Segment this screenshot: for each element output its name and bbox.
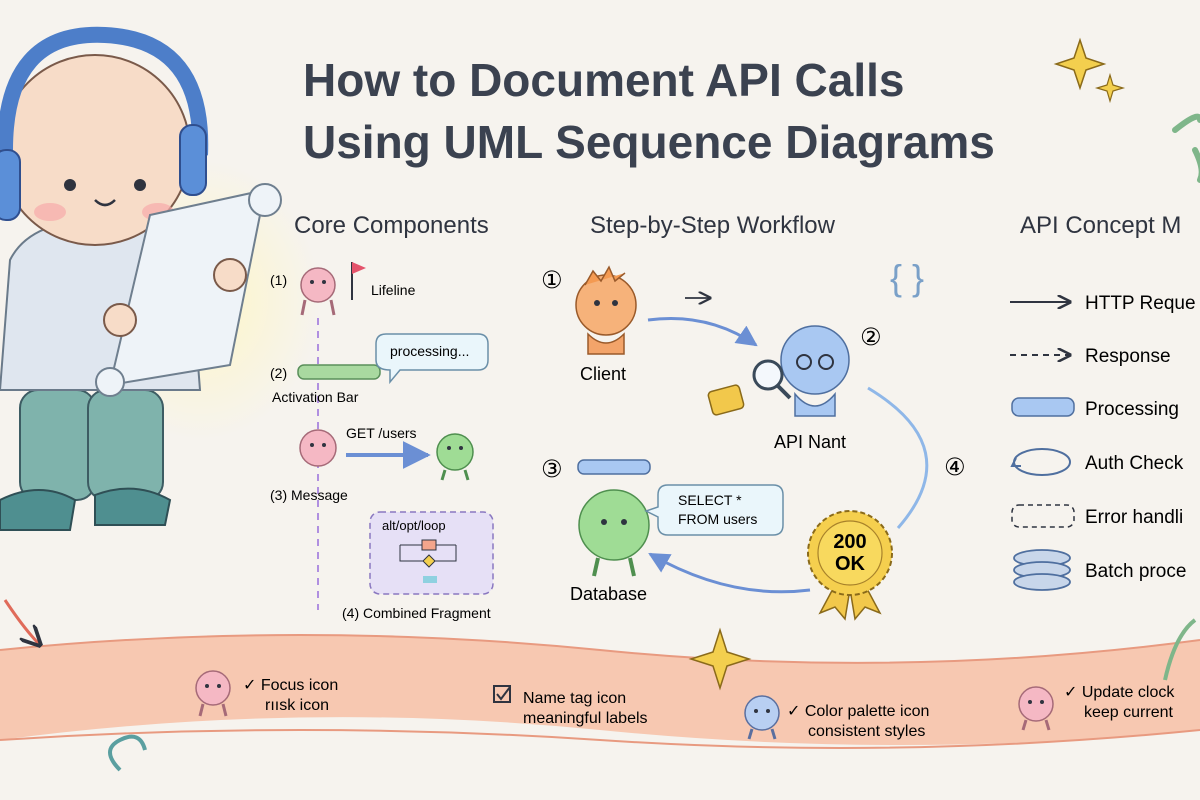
loop-arrow-icon: [1010, 448, 1071, 476]
title-line-2: Using UML Sequence Diagrams: [303, 116, 995, 168]
api-character-icon: [780, 325, 850, 417]
api-label: API Nant: [774, 432, 846, 452]
swirl-icon: [1163, 618, 1197, 681]
badge-line-1: 200: [833, 531, 866, 553]
section-concept-heading: API Concept M: [1020, 212, 1181, 239]
concept-item-label: Processing: [1085, 399, 1179, 420]
tip-line-2: keep current: [1084, 704, 1173, 721]
section-workflow-heading: Step-by-Step Workflow: [590, 212, 836, 239]
swirl-icon: [108, 734, 147, 772]
braces-icon: { }: [890, 257, 924, 298]
pink-creature-icon: [1018, 686, 1054, 731]
fragment-header: alt/opt/loop: [382, 518, 446, 533]
api-to-badge-arc: [867, 386, 929, 529]
activation-label: Activation Bar: [272, 389, 359, 405]
blue-bar-icon: [1011, 397, 1075, 417]
pink-creature-icon: [299, 429, 337, 467]
success-badge-icon: 200 OK: [807, 510, 893, 621]
activation-number: (2): [270, 365, 287, 381]
swirl-icon: [1172, 113, 1200, 183]
query-bubble: SELECT * FROM users: [644, 484, 784, 536]
tip-item: ✓ Update clock keep current: [1018, 684, 1175, 731]
tip-item: ✓ Color palette icon consistent styles: [744, 695, 929, 740]
concept-item-label: Error handli: [1085, 507, 1183, 528]
activation-bubble-text: processing...: [390, 343, 469, 359]
concept-map: HTTP Reque Response Processing Auth Chec…: [1010, 293, 1196, 591]
tip-line-2: meaningful labels: [523, 710, 648, 727]
rings-icon: [1013, 549, 1071, 591]
tips-banner: ✓ Focus icon rıısk icon Name tag icon me…: [0, 599, 1200, 772]
magnifier-icon: [752, 359, 792, 400]
badge-to-database-arrow: [648, 552, 811, 594]
tip-item: Name tag icon meaningful labels: [493, 685, 648, 727]
tip-line-1: ✓ Color palette icon: [787, 703, 929, 720]
step-4-marker: ④: [944, 454, 966, 481]
flag-icon: [351, 262, 366, 300]
query-line-1: SELECT *: [678, 492, 742, 508]
message-label: (3) Message: [270, 487, 348, 503]
tip-line-1: ✓ Update clock: [1064, 684, 1175, 701]
concept-item-label: Response: [1085, 346, 1171, 367]
database-label: Database: [570, 584, 647, 604]
client-character-icon: [575, 265, 637, 355]
pink-creature-icon: [195, 670, 231, 717]
client-label: Client: [580, 364, 626, 384]
sparkle-icon: [688, 627, 752, 691]
speech-bubble: processing...: [375, 333, 489, 385]
client-to-api-arrow: [647, 316, 758, 347]
badge-line-2: OK: [835, 553, 866, 575]
tip-line-1: Name tag icon: [523, 690, 626, 707]
tip-item: ✓ Focus icon rıısk icon: [195, 670, 338, 717]
title-line-1: How to Document API Calls: [303, 54, 904, 106]
curved-arrow-icon: [3, 599, 40, 645]
concept-item-label: HTTP Reque: [1085, 293, 1196, 314]
concept-item-label: Batch proce: [1085, 561, 1186, 582]
dashed-box-icon: [1011, 504, 1075, 528]
sparkle-icon: [1053, 37, 1126, 104]
tip-line-1: ✓ Focus icon: [243, 677, 338, 694]
database-character-icon: [578, 489, 650, 577]
section-core-heading: Core Components: [294, 212, 489, 239]
concept-item-label: Auth Check: [1085, 453, 1184, 474]
core-components: (1) Lifeline (2) processing... Activatio…: [270, 262, 494, 621]
fragment-label: (4) Combined Fragment: [342, 605, 491, 621]
lifeline-label: Lifeline: [371, 282, 416, 298]
tip-line-2: rıısk icon: [265, 697, 329, 714]
query-line-2: FROM users: [678, 511, 757, 527]
tip-line-2: consistent styles: [808, 723, 925, 740]
gold-token-icon: [707, 384, 745, 416]
activation-bar: [297, 364, 381, 380]
green-creature-icon: [436, 433, 474, 481]
flowchart-icon: [399, 539, 457, 583]
processing-bar: [577, 459, 651, 475]
character-illustration: [0, 26, 320, 531]
checkbox-icon: [493, 685, 511, 703]
step-2-marker: ②: [860, 324, 882, 351]
blue-creature-icon: [744, 695, 780, 740]
step-3-marker: ③: [541, 456, 563, 483]
message-text: GET /users: [346, 425, 417, 441]
workflow: ① Client ② API Nant { } ④ ③: [541, 257, 966, 621]
lifeline-number: (1): [270, 272, 287, 288]
pink-creature-icon: [300, 267, 336, 316]
step-1-marker: ①: [541, 267, 563, 294]
title-block: How to Document API Calls Using UML Sequ…: [303, 54, 995, 168]
fragment-box: [369, 511, 494, 595]
